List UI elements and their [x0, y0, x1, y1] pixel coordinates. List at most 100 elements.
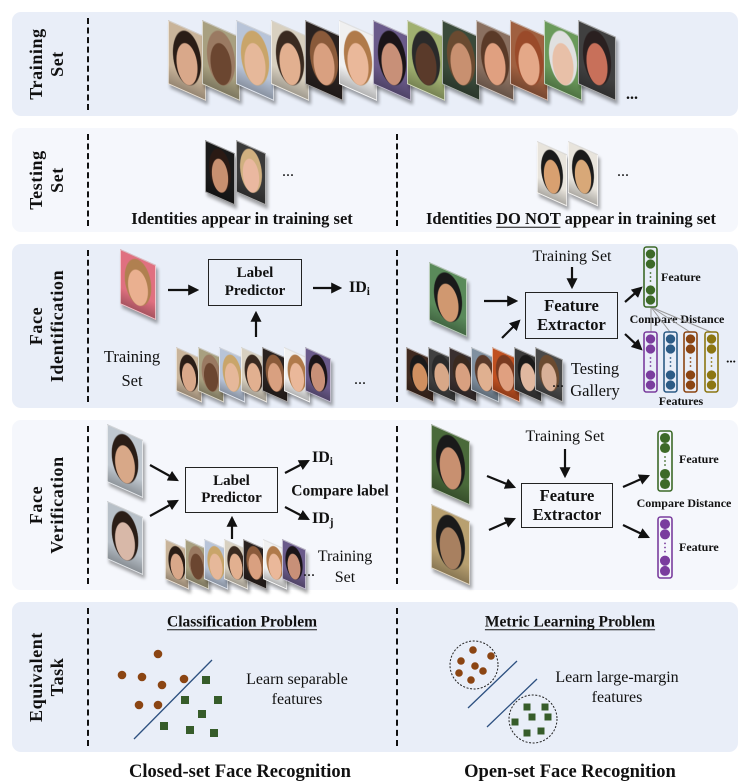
vector-element	[665, 334, 676, 344]
vector-ellipsis-dot	[669, 361, 672, 363]
vector-element	[665, 380, 676, 390]
class-a-point	[457, 657, 465, 665]
decision-boundary	[133, 659, 213, 740]
class-a-point	[479, 667, 487, 675]
class-a-point	[179, 674, 189, 684]
class-b-point	[214, 696, 222, 704]
class-a-point	[455, 669, 463, 677]
class-a-point	[153, 700, 163, 710]
box-label-line: Predictor	[224, 282, 286, 299]
training-set-label-line: Training	[317, 548, 373, 565]
vector-element	[645, 249, 656, 259]
gallery-feature-vector	[643, 331, 658, 393]
compare-label-text: Compare label	[291, 482, 389, 500]
vector-ellipsis-dot	[669, 357, 672, 359]
row-label-divider	[87, 134, 89, 226]
class-a-point	[134, 700, 144, 710]
compare-line	[650, 306, 691, 333]
class-a-point	[157, 680, 167, 690]
panel-equivalent-task	[12, 602, 738, 752]
training-set-label-line: Training	[103, 346, 161, 366]
vector-element	[659, 555, 671, 566]
closed-open-divider	[396, 608, 398, 746]
arrow-face1-to-predictor	[149, 464, 179, 482]
row-label-divider	[87, 250, 89, 402]
vector-ellipsis-dot	[689, 365, 692, 367]
box-label-line: Label	[213, 472, 250, 489]
vector-ellipsis-dot	[649, 365, 652, 367]
class-b-point	[186, 726, 194, 734]
training-set-input-label: Training Set	[532, 248, 612, 265]
identification-training-ellipsis: ...	[354, 371, 366, 388]
margin-boundary	[486, 678, 538, 728]
vector-ellipsis-dot	[664, 460, 666, 462]
class-a-point	[153, 649, 163, 659]
vector-outline	[643, 246, 658, 308]
vector-element	[685, 380, 696, 390]
feature-vector-2	[657, 516, 673, 579]
class-b-point	[202, 676, 210, 684]
gallery-feature-vector	[663, 331, 678, 393]
vector-element	[645, 285, 656, 295]
open-set-caption: Open-set Face Recognition	[464, 761, 676, 782]
arrow-extractor-to-feature-2	[622, 524, 650, 539]
compare-distance-label: Compare Distance	[636, 496, 732, 510]
arrows	[149, 267, 651, 539]
vector-ellipsis-dot	[689, 357, 692, 359]
class-a-point	[137, 672, 147, 682]
vector-ellipsis-dot	[649, 361, 652, 363]
feature-extractor-box: Feature Extractor	[525, 292, 618, 339]
vector-element	[685, 370, 696, 380]
training-set-label-line: Set	[121, 370, 143, 390]
caption-text: Identities	[425, 208, 497, 228]
arrow-extractor-to-feature-1	[622, 474, 651, 489]
row-label-divider	[87, 608, 89, 746]
vector-ellipsis-dot	[710, 365, 713, 367]
vector-element	[645, 259, 656, 269]
class-b-point	[160, 722, 168, 730]
vector-ellipsis-dot	[664, 542, 666, 545]
arrow-predictor-to-id-i	[284, 459, 310, 474]
gallery-feature-vector	[683, 331, 698, 393]
arrow-extractor-to-feature	[624, 286, 643, 303]
vector-element	[645, 380, 656, 390]
metric-learning-problem-title: Metric Learning Problem	[484, 613, 656, 631]
box-label-line: Extractor	[537, 314, 606, 334]
vector-ellipsis-dot	[649, 276, 652, 278]
vector-element	[665, 370, 676, 380]
query-feature-vector	[643, 246, 658, 308]
arrow-face2-to-predictor	[149, 499, 179, 517]
vector-element	[645, 334, 656, 344]
identity-output-subscript: i	[366, 285, 370, 298]
gallery-ellipsis: ...	[552, 374, 564, 391]
feature-label-2: Feature	[679, 540, 719, 554]
vector-element	[665, 344, 676, 354]
box-label-line: Extractor	[532, 504, 602, 524]
class-b-point	[210, 729, 218, 737]
training-set-ellipsis: ...	[626, 86, 638, 103]
vector-element	[685, 334, 696, 344]
vector-ellipsis-dot	[710, 357, 713, 359]
margin-boundary	[467, 660, 518, 709]
identity-output-i: IDi	[312, 450, 333, 468]
vector-outline	[657, 516, 673, 579]
class-b-point	[198, 710, 206, 718]
class-a-point	[117, 670, 127, 680]
vector-ellipsis-dot	[689, 361, 692, 363]
class-b-point	[181, 696, 189, 704]
arrow-gallery-to-extractor	[501, 319, 521, 339]
vector-ellipsis-dot	[664, 546, 666, 549]
class-a-point	[467, 676, 475, 684]
closed-set-caption: Closed-set Face Recognition	[129, 761, 351, 782]
box-label-line: Feature	[539, 485, 595, 505]
feature-extractor-box: Feature Extractor	[521, 483, 613, 528]
query-feature-label: Feature	[661, 270, 701, 284]
vector-element	[706, 344, 717, 354]
training-set-input-label: Training Set	[525, 428, 605, 445]
vector-element	[659, 478, 671, 490]
vector-ellipsis-dot	[664, 456, 666, 458]
vector-element	[706, 380, 717, 390]
vector-element	[659, 442, 671, 454]
testing-closed-ellipsis: ...	[282, 163, 294, 180]
